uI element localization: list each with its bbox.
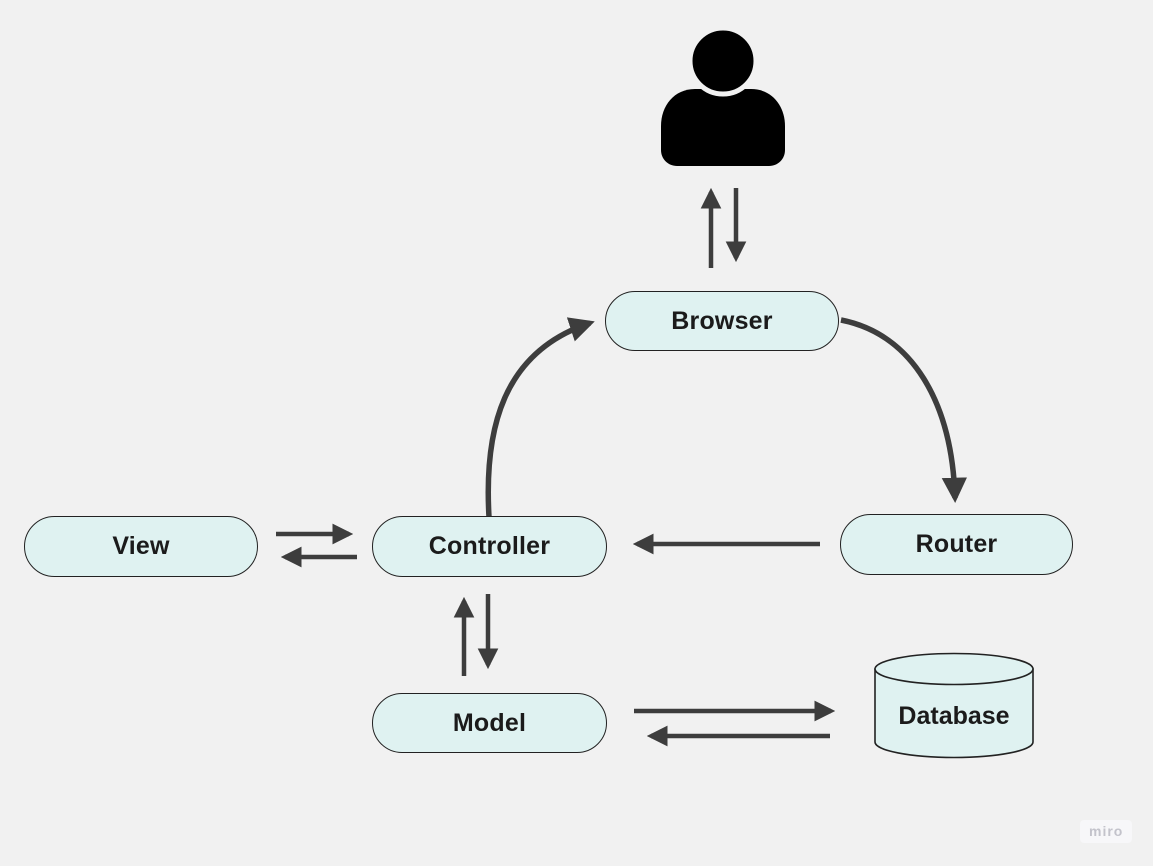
- node-browser-label: Browser: [671, 306, 773, 335]
- node-view[interactable]: View: [24, 516, 258, 577]
- node-model[interactable]: Model: [372, 693, 607, 753]
- node-controller[interactable]: Controller: [372, 516, 607, 577]
- edge-browser-to-router-arrow[interactable]: [840, 317, 968, 504]
- user-icon[interactable]: [658, 25, 788, 166]
- miro-watermark-label: miro: [1089, 823, 1124, 839]
- node-model-label: Model: [452, 708, 527, 737]
- node-browser[interactable]: Browser: [605, 291, 839, 351]
- node-view-label: View: [112, 532, 170, 560]
- database-cylinder-top: [874, 652, 1034, 686]
- miro-watermark: miro: [1080, 820, 1133, 843]
- node-database-label: Database: [898, 702, 1010, 730]
- node-controller-label: Controller: [428, 532, 551, 560]
- node-database[interactable]: [874, 652, 1034, 760]
- node-router-label: Router: [915, 530, 998, 558]
- database-cylinder-body: [874, 668, 1034, 759]
- edge-controller-to-browser-arrow[interactable]: [485, 317, 595, 518]
- node-router[interactable]: Router: [840, 514, 1073, 575]
